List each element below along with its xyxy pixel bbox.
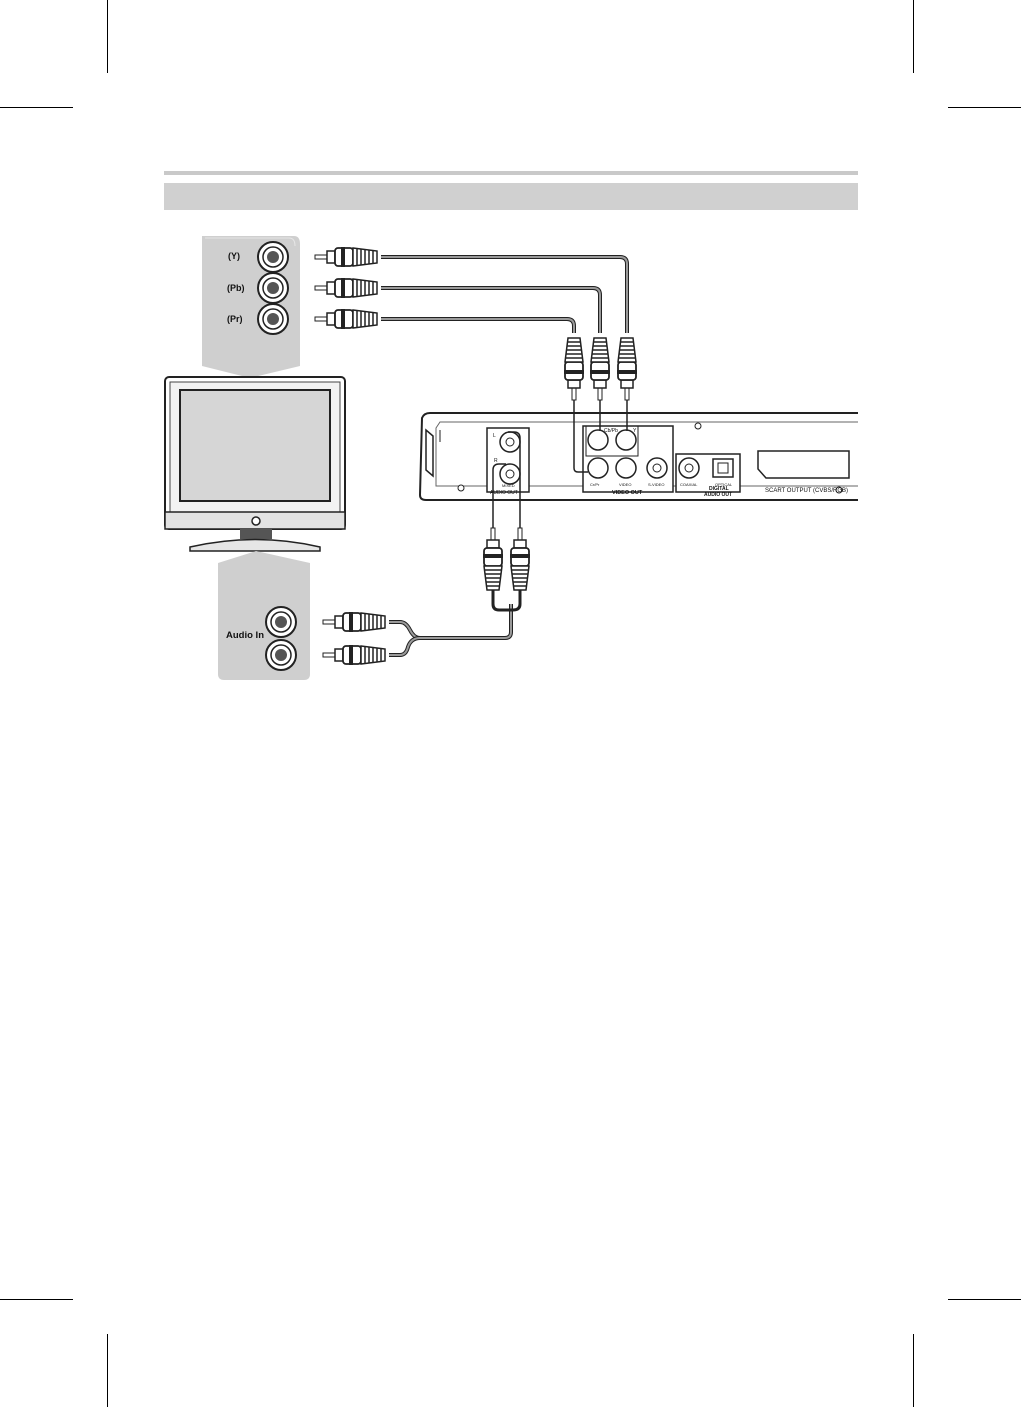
- audio-out-label: AUDIO OUT: [490, 490, 518, 496]
- video-out-label: VIDEO OUT: [612, 490, 643, 496]
- scart-label: SCART OUTPUT (CVBS/RGB): [765, 488, 848, 494]
- pr-input-jack: [257, 303, 289, 335]
- crop-mark: [107, 0, 108, 73]
- pb-input-jack: [257, 272, 289, 304]
- digital-label: DIGITAL: [709, 486, 729, 492]
- audio-r-player-plug: [510, 528, 530, 590]
- digital-audio-out-label: AUDIO OUT: [704, 492, 732, 498]
- crpr-port-label: Cr/Pr: [590, 482, 600, 487]
- audio-input-callout: [218, 551, 310, 680]
- audio-l-port-label: L: [493, 433, 496, 439]
- section-rule: [164, 171, 858, 175]
- y-player-plug: [616, 337, 638, 401]
- player-rear-panel: L R MIXED AUDIO OUT Cb/Pb Y Cr/Pr VIDEO …: [418, 400, 858, 528]
- audio-r-port-label: R: [494, 458, 498, 464]
- audio-l-cable-plug: [322, 611, 386, 633]
- audio-in-label: Audio In: [226, 630, 264, 641]
- y-cable-plug: [314, 246, 378, 268]
- crop-mark: [913, 0, 914, 73]
- crop-mark: [0, 1299, 73, 1300]
- crop-mark: [0, 107, 73, 108]
- audio-l-player-plug: [483, 528, 503, 590]
- pb-player-plug: [589, 337, 611, 401]
- section-header-bar: [164, 183, 858, 210]
- crop-mark: [948, 107, 1021, 108]
- crop-mark: [948, 1299, 1021, 1300]
- audio-mixed-label: MIXED: [502, 483, 515, 488]
- audio-r-input-jack: [265, 639, 297, 671]
- pr-cable-plug: [314, 308, 378, 330]
- optical-port-label: OPTICAL: [715, 482, 733, 487]
- y-input-jack: [257, 241, 289, 273]
- pr-player-plug: [563, 337, 585, 401]
- video-port-label: VIDEO: [619, 482, 631, 487]
- crop-mark: [913, 1334, 914, 1407]
- pr-input-label: (Pr): [227, 314, 243, 324]
- pb-cable-plug: [314, 277, 378, 299]
- cbpb-port-label: Cb/Pb: [604, 428, 618, 434]
- pb-input-label: (Pb): [227, 283, 245, 293]
- y-port-label: Y: [633, 428, 637, 434]
- y-input-label: (Y): [228, 251, 240, 261]
- coaxial-port-label: COAXIAL: [680, 482, 698, 487]
- audio-r-cable-plug: [322, 644, 386, 666]
- svideo-port-label: S-VIDEO: [648, 482, 664, 487]
- tv-illustration: [164, 376, 346, 552]
- crop-mark: [107, 1334, 108, 1407]
- audio-l-input-jack: [265, 606, 297, 638]
